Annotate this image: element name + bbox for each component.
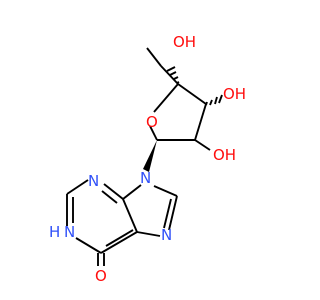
bond-c4-n3-inner <box>101 190 118 204</box>
bond-c4-ch2 <box>160 65 179 85</box>
bond-c8-n7-inner <box>163 198 172 229</box>
purine-system <box>66 179 178 266</box>
structure-svg: OH OH OH O N N N N H O <box>49 33 246 285</box>
atom-label-carbonyl-o: O <box>95 267 107 285</box>
stereo-bonds <box>143 66 223 172</box>
atom-label-n7: N <box>161 226 172 244</box>
atom-label-c3-oh: OH <box>223 85 246 103</box>
atom-label-n1h-n: N <box>64 223 75 241</box>
substituent-bonds <box>146 47 211 151</box>
ribose-ring <box>149 83 207 141</box>
bond-n9-c8 <box>153 185 178 197</box>
atom-label-n9: N <box>140 169 151 187</box>
atom-label-n3: N <box>88 172 99 190</box>
bond-c4-n3 <box>103 183 124 200</box>
hash-bond-c3-oh <box>205 94 223 106</box>
bond-ch2-oh <box>146 47 162 67</box>
bond-c4-c3 <box>177 83 207 105</box>
atom-label-hydroxymethyl-oh: OH <box>173 33 196 51</box>
bond-n1-c6 <box>75 237 102 254</box>
bond-c5-c6-inner <box>105 229 134 247</box>
molecule-diagram: OH OH OH O N N N N H O <box>49 33 246 285</box>
bond-n3-c2 <box>66 179 89 195</box>
atom-label-c2-oh: OH <box>213 146 236 164</box>
atom-label-n1h-h: H <box>49 223 60 241</box>
bond-n7-c5 <box>136 231 161 237</box>
bond-c4-n9 <box>122 184 142 200</box>
atom-labels: OH OH OH O N N N N H O <box>49 33 246 285</box>
bond-c5-c4 <box>122 198 138 233</box>
bond-c3-c2 <box>194 103 207 141</box>
bond-c8-n7 <box>168 195 178 231</box>
bond-c2-oh <box>194 139 211 151</box>
atom-label-ring-oxygen: O <box>146 113 158 131</box>
bond-c6-c5 <box>100 231 138 254</box>
bond-c1-o <box>149 125 158 141</box>
wedge-bond-c1-n9 <box>143 140 157 172</box>
bond-o-c4 <box>153 83 179 113</box>
